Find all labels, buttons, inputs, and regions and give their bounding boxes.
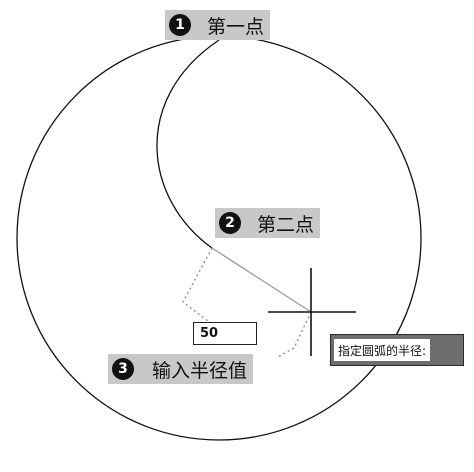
command-tooltip: 指定圆弧的半径: (330, 334, 464, 366)
step-2-badge: 2 (219, 212, 241, 234)
callout-second-point: 2 第二点 (215, 208, 321, 238)
callout-radius-input-label: 输入半径值 (152, 359, 248, 382)
callout-second-point-label: 第二点 (257, 213, 315, 236)
callout-first-point-label: 第一点 (207, 15, 265, 38)
step-1-badge: 1 (169, 14, 191, 36)
callout-first-point: 1 第一点 (165, 10, 271, 40)
dotted-guide-right (275, 311, 312, 359)
command-tooltip-text: 指定圆弧的半径: (334, 339, 431, 361)
arc-curve (156, 39, 220, 249)
crosshair-cursor (268, 268, 356, 356)
dotted-guide-left (182, 247, 214, 326)
radius-input-field[interactable] (193, 322, 257, 345)
rubber-band-line (211, 247, 312, 313)
step-3-badge: 3 (112, 358, 134, 380)
callout-radius-input: 3 输入半径值 (108, 354, 254, 384)
